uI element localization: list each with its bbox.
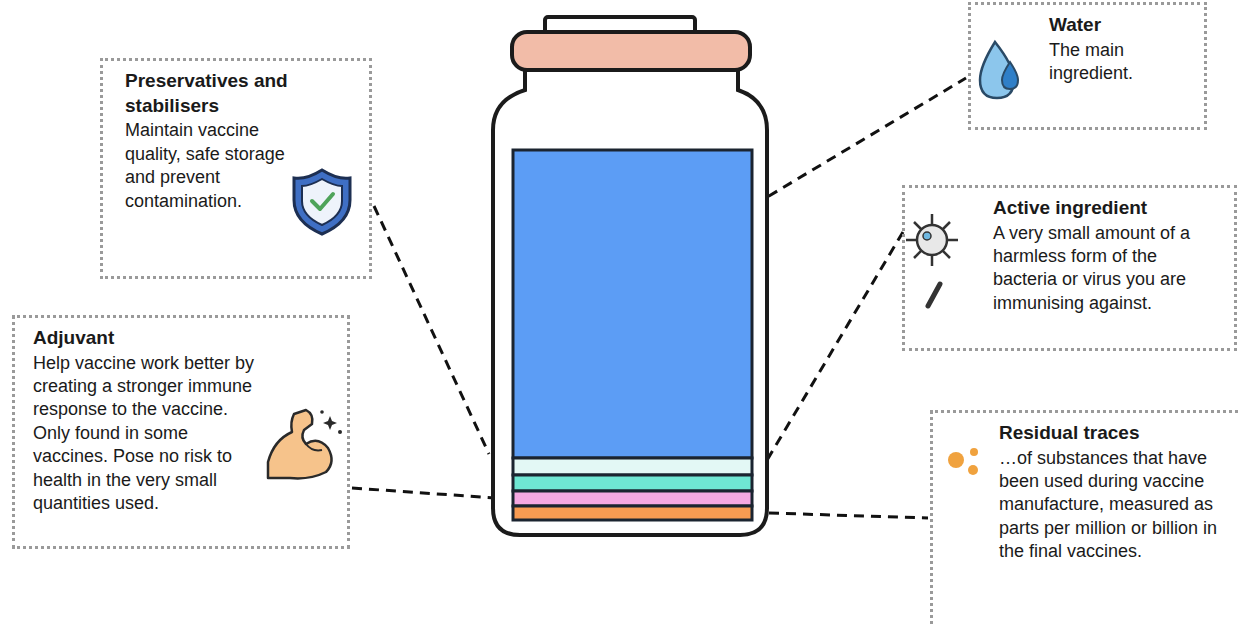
arm-icon <box>268 410 342 478</box>
leader-line <box>374 206 489 454</box>
shield-icon <box>294 170 350 234</box>
callout-box: Active ingredientA very small amount of … <box>902 185 1237 351</box>
callout-box: Residual traces…of substances that have … <box>930 410 1240 627</box>
callout-heading: Preservatives and stabilisers <box>125 69 335 118</box>
preservative-layer <box>513 458 752 475</box>
callout-body: A very small amount of a harmless form o… <box>993 222 1219 316</box>
callout-heading: Water <box>1049 13 1189 38</box>
callout-heading: Active ingredient <box>993 196 1223 221</box>
water-layer <box>513 150 752 458</box>
callout-body: …of substances that have been used durin… <box>999 447 1221 564</box>
leader-line <box>769 513 928 518</box>
vial-outline <box>493 66 767 535</box>
syringe-icon <box>928 284 940 306</box>
callout-body: The main ingredient. <box>1049 39 1154 86</box>
callout-box: Preservatives and stabilisersMaintain va… <box>100 58 372 279</box>
active-layer <box>513 475 752 491</box>
callout-heading: Adjuvant <box>33 326 263 351</box>
vial-cap <box>512 32 750 70</box>
callout-box: WaterThe main ingredient. <box>968 2 1207 130</box>
virus-icon <box>906 214 958 266</box>
callout-body: Maintain vaccine quality, safe storage a… <box>125 119 290 213</box>
leader-line <box>352 488 510 499</box>
adjuvant-layer <box>513 491 752 506</box>
residual-layer <box>513 506 752 520</box>
dots-icon <box>948 448 978 475</box>
drop-icon <box>980 42 1018 98</box>
callout-body: Help vaccine work better by creating a s… <box>33 352 267 516</box>
leader-line <box>754 232 903 482</box>
callout-heading: Residual traces <box>999 421 1229 446</box>
callout-box: AdjuvantHelp vaccine work better by crea… <box>12 315 350 549</box>
